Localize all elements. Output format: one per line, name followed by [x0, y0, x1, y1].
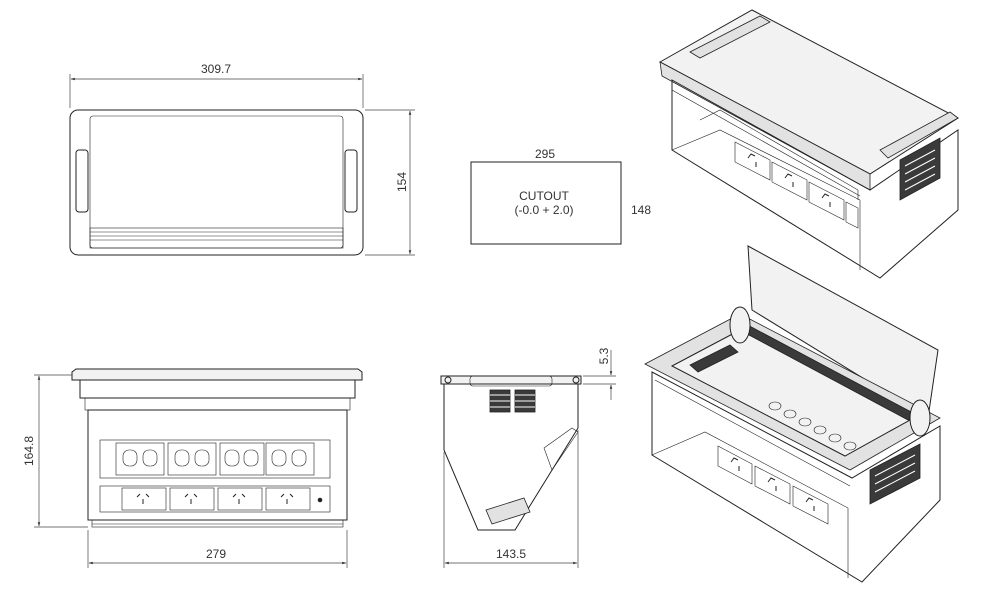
- side-view-body: [443, 383, 579, 531]
- lower-socket-module: [265, 487, 311, 511]
- front-lower-sockets: [121, 487, 323, 511]
- front-view-lid-edge: [79, 379, 356, 399]
- front-view-lid-band: [84, 397, 351, 411]
- side-view-cable-tray: [485, 497, 531, 525]
- dim-top-height: 154: [395, 172, 409, 192]
- dim-side-depth: 143.5: [496, 547, 526, 561]
- top-view-lid-strip: [89, 227, 344, 249]
- cutout-rectangle: [470, 161, 622, 245]
- lower-socket-module: [121, 487, 167, 511]
- cutout-label: CUTOUT: [519, 189, 569, 203]
- iso-open-socket-module: [717, 445, 753, 485]
- side-view: 5.3 143.5: [440, 347, 616, 568]
- front-upper-sockets: [115, 442, 315, 476]
- iso-open-hinge-cap: [729, 306, 751, 344]
- upper-socket-module: [167, 442, 217, 476]
- iso-open-socket-module: [792, 485, 829, 525]
- iso-closed-socket-module: [771, 161, 808, 201]
- isometric-closed-view: [658, 9, 959, 279]
- side-view-socket-bracket: [543, 427, 579, 471]
- dim-top-width: 309.7: [201, 62, 231, 76]
- side-view-vents: [489, 389, 536, 413]
- front-view-body: [87, 409, 348, 521]
- front-view-base: [91, 519, 344, 528]
- lower-socket-module: [169, 487, 215, 511]
- side-view-lid-hinge: [469, 375, 553, 387]
- dim-side-lip: 5.3: [597, 347, 611, 364]
- cutout-tolerance: (-0.0 + 2.0): [514, 203, 573, 217]
- dim-front-width: 279: [206, 547, 226, 561]
- dim-front-height: 164.8: [22, 436, 36, 466]
- front-upper-socket-row: [99, 439, 331, 479]
- iso-closed-sockets: [734, 141, 859, 229]
- iso-closed-vents: [899, 137, 941, 201]
- side-view-flange: [440, 375, 582, 385]
- isometric-open-view: [644, 245, 941, 583]
- cutout-view: 295 148 CUTOUT (-0.0 + 2.0): [470, 147, 651, 245]
- upper-socket-module: [115, 442, 165, 476]
- iso-open-socket-module: [754, 465, 791, 505]
- dim-cutout-width: 295: [535, 147, 555, 161]
- front-view-flange: [71, 368, 363, 381]
- top-view-right-handle: [344, 149, 358, 213]
- front-lower-socket-row: [99, 485, 331, 513]
- front-view: 164.8 279: [22, 368, 363, 568]
- upper-socket-module: [265, 442, 315, 476]
- top-view-left-handle: [75, 149, 89, 213]
- top-view: 309.7 154: [69, 62, 415, 256]
- iso-open-upper-sockets: [768, 401, 857, 451]
- iso-open-vents: [869, 443, 921, 505]
- iso-closed-socket-module: [808, 181, 845, 221]
- iso-open-lower-sockets: [717, 445, 829, 525]
- top-view-outer-frame: [69, 109, 364, 256]
- iso-closed-socket-module: [734, 141, 771, 181]
- dim-cutout-height: 148: [631, 203, 651, 217]
- upper-socket-module: [219, 442, 265, 476]
- lower-socket-module: [217, 487, 263, 511]
